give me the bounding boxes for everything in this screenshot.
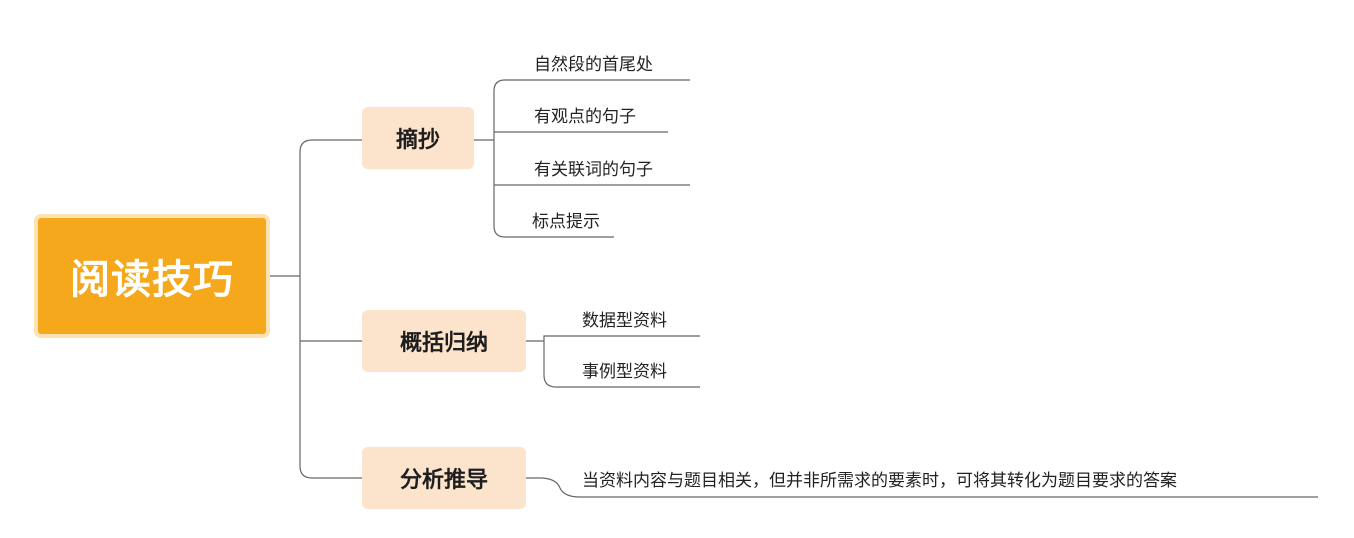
branch-label: 分析推导 <box>399 467 488 493</box>
leaf-node[interactable]: 数据型资料 <box>582 311 667 331</box>
leaf-node[interactable]: 当资料内容与题目相关，但并非所需求的要素时，可将其转化为题目要求的答案 <box>582 471 1177 491</box>
branch-node-analyze[interactable]: 分析推导 <box>362 447 526 509</box>
branch-label: 概括归纳 <box>399 330 488 356</box>
branch-node-excerpt[interactable]: 摘抄 <box>362 107 474 169</box>
leaf-node[interactable]: 有关联词的句子 <box>534 160 653 180</box>
branch-node-summarize[interactable]: 概括归纳 <box>362 310 526 372</box>
leaf-node[interactable]: 自然段的首尾处 <box>534 55 653 75</box>
branch-label: 摘抄 <box>395 127 440 153</box>
leaf-node[interactable]: 有观点的句子 <box>534 107 636 127</box>
root-label: 阅读技巧 <box>70 256 234 303</box>
leaf-node[interactable]: 标点提示 <box>532 212 600 232</box>
leaf-node[interactable]: 事例型资料 <box>582 362 667 382</box>
root-node[interactable]: 阅读技巧 <box>38 218 266 334</box>
